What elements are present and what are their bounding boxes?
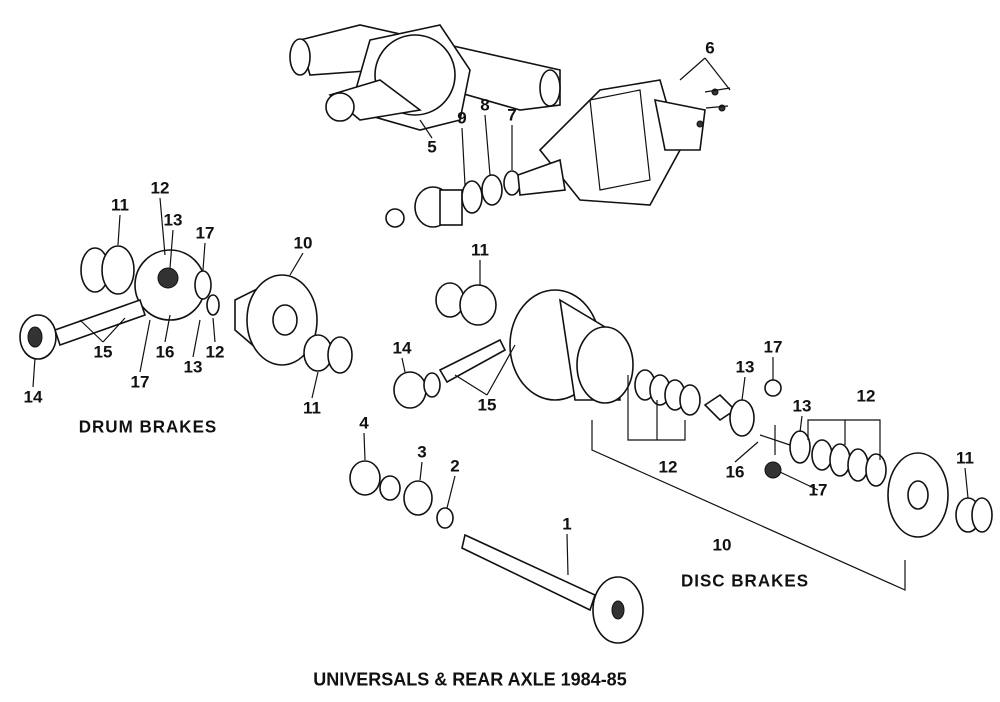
callout-15: 15	[93, 342, 113, 362]
callout-13: 13	[735, 357, 755, 377]
callout-12: 12	[205, 342, 225, 362]
callout-10: 10	[712, 535, 732, 555]
drum-brakes-caption: DRUM BRAKES	[78, 416, 218, 437]
callout-6: 6	[705, 38, 715, 58]
disc-brake-differential	[393, 282, 993, 591]
callout-15: 15	[477, 395, 497, 415]
callout-5: 5	[427, 137, 437, 157]
diagram-title: UNIVERSALS & REAR AXLE 1984-85	[313, 669, 627, 690]
callout-13: 13	[183, 357, 203, 377]
callout-13: 13	[163, 210, 183, 230]
callout-12: 12	[658, 457, 678, 477]
callout-17: 17	[808, 480, 828, 500]
callout-10: 10	[293, 233, 313, 253]
callout-17: 17	[195, 223, 215, 243]
callout-11: 11	[471, 240, 489, 260]
callout-14: 14	[392, 338, 412, 358]
axle-shaft-and-bearings	[349, 460, 644, 644]
callout-14: 14	[23, 387, 43, 407]
callout-17: 17	[130, 372, 150, 392]
callout-9: 9	[457, 108, 467, 128]
callout-8: 8	[480, 95, 490, 115]
callout-16: 16	[155, 342, 175, 362]
callout-12: 12	[856, 386, 876, 406]
axle-housing	[289, 24, 561, 131]
callout-3: 3	[417, 442, 427, 462]
callout-4: 4	[359, 413, 369, 433]
drum-brake-differential	[19, 245, 353, 374]
disc-brakes-caption: DISC BRAKES	[680, 570, 810, 591]
callout-16: 16	[725, 462, 745, 482]
differential-carrier	[538, 79, 731, 206]
callout-11: 11	[111, 195, 129, 215]
leader-lines	[32, 57, 969, 576]
callout-1: 1	[562, 514, 572, 534]
callout-13: 13	[792, 396, 812, 416]
callout-11: 11	[956, 448, 974, 468]
callout-7: 7	[507, 105, 517, 125]
pinion-parts	[385, 158, 566, 228]
callout-17: 17	[763, 337, 783, 357]
callout-2: 2	[450, 456, 460, 476]
callout-11: 11	[303, 398, 321, 418]
callout-12: 12	[150, 178, 170, 198]
